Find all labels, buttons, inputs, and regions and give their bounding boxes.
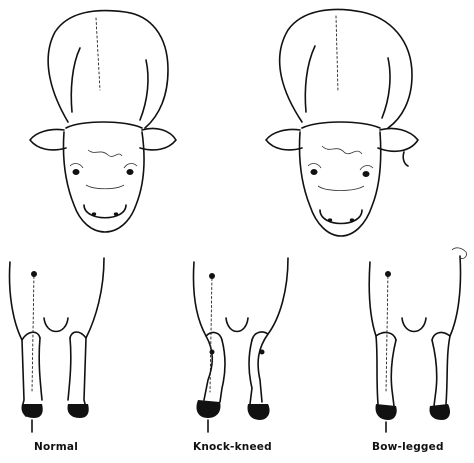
legs-knock-kneed — [194, 258, 289, 432]
label-normal: Normal — [34, 441, 78, 453]
label-bow-legged: Bow-legged — [372, 441, 444, 453]
label-knock-kneed: Knock-kneed — [193, 441, 272, 453]
legs-bow-legged — [369, 248, 466, 432]
legs-normal — [10, 258, 105, 432]
cow-head-left — [30, 11, 176, 232]
cow-head-right — [266, 9, 418, 236]
